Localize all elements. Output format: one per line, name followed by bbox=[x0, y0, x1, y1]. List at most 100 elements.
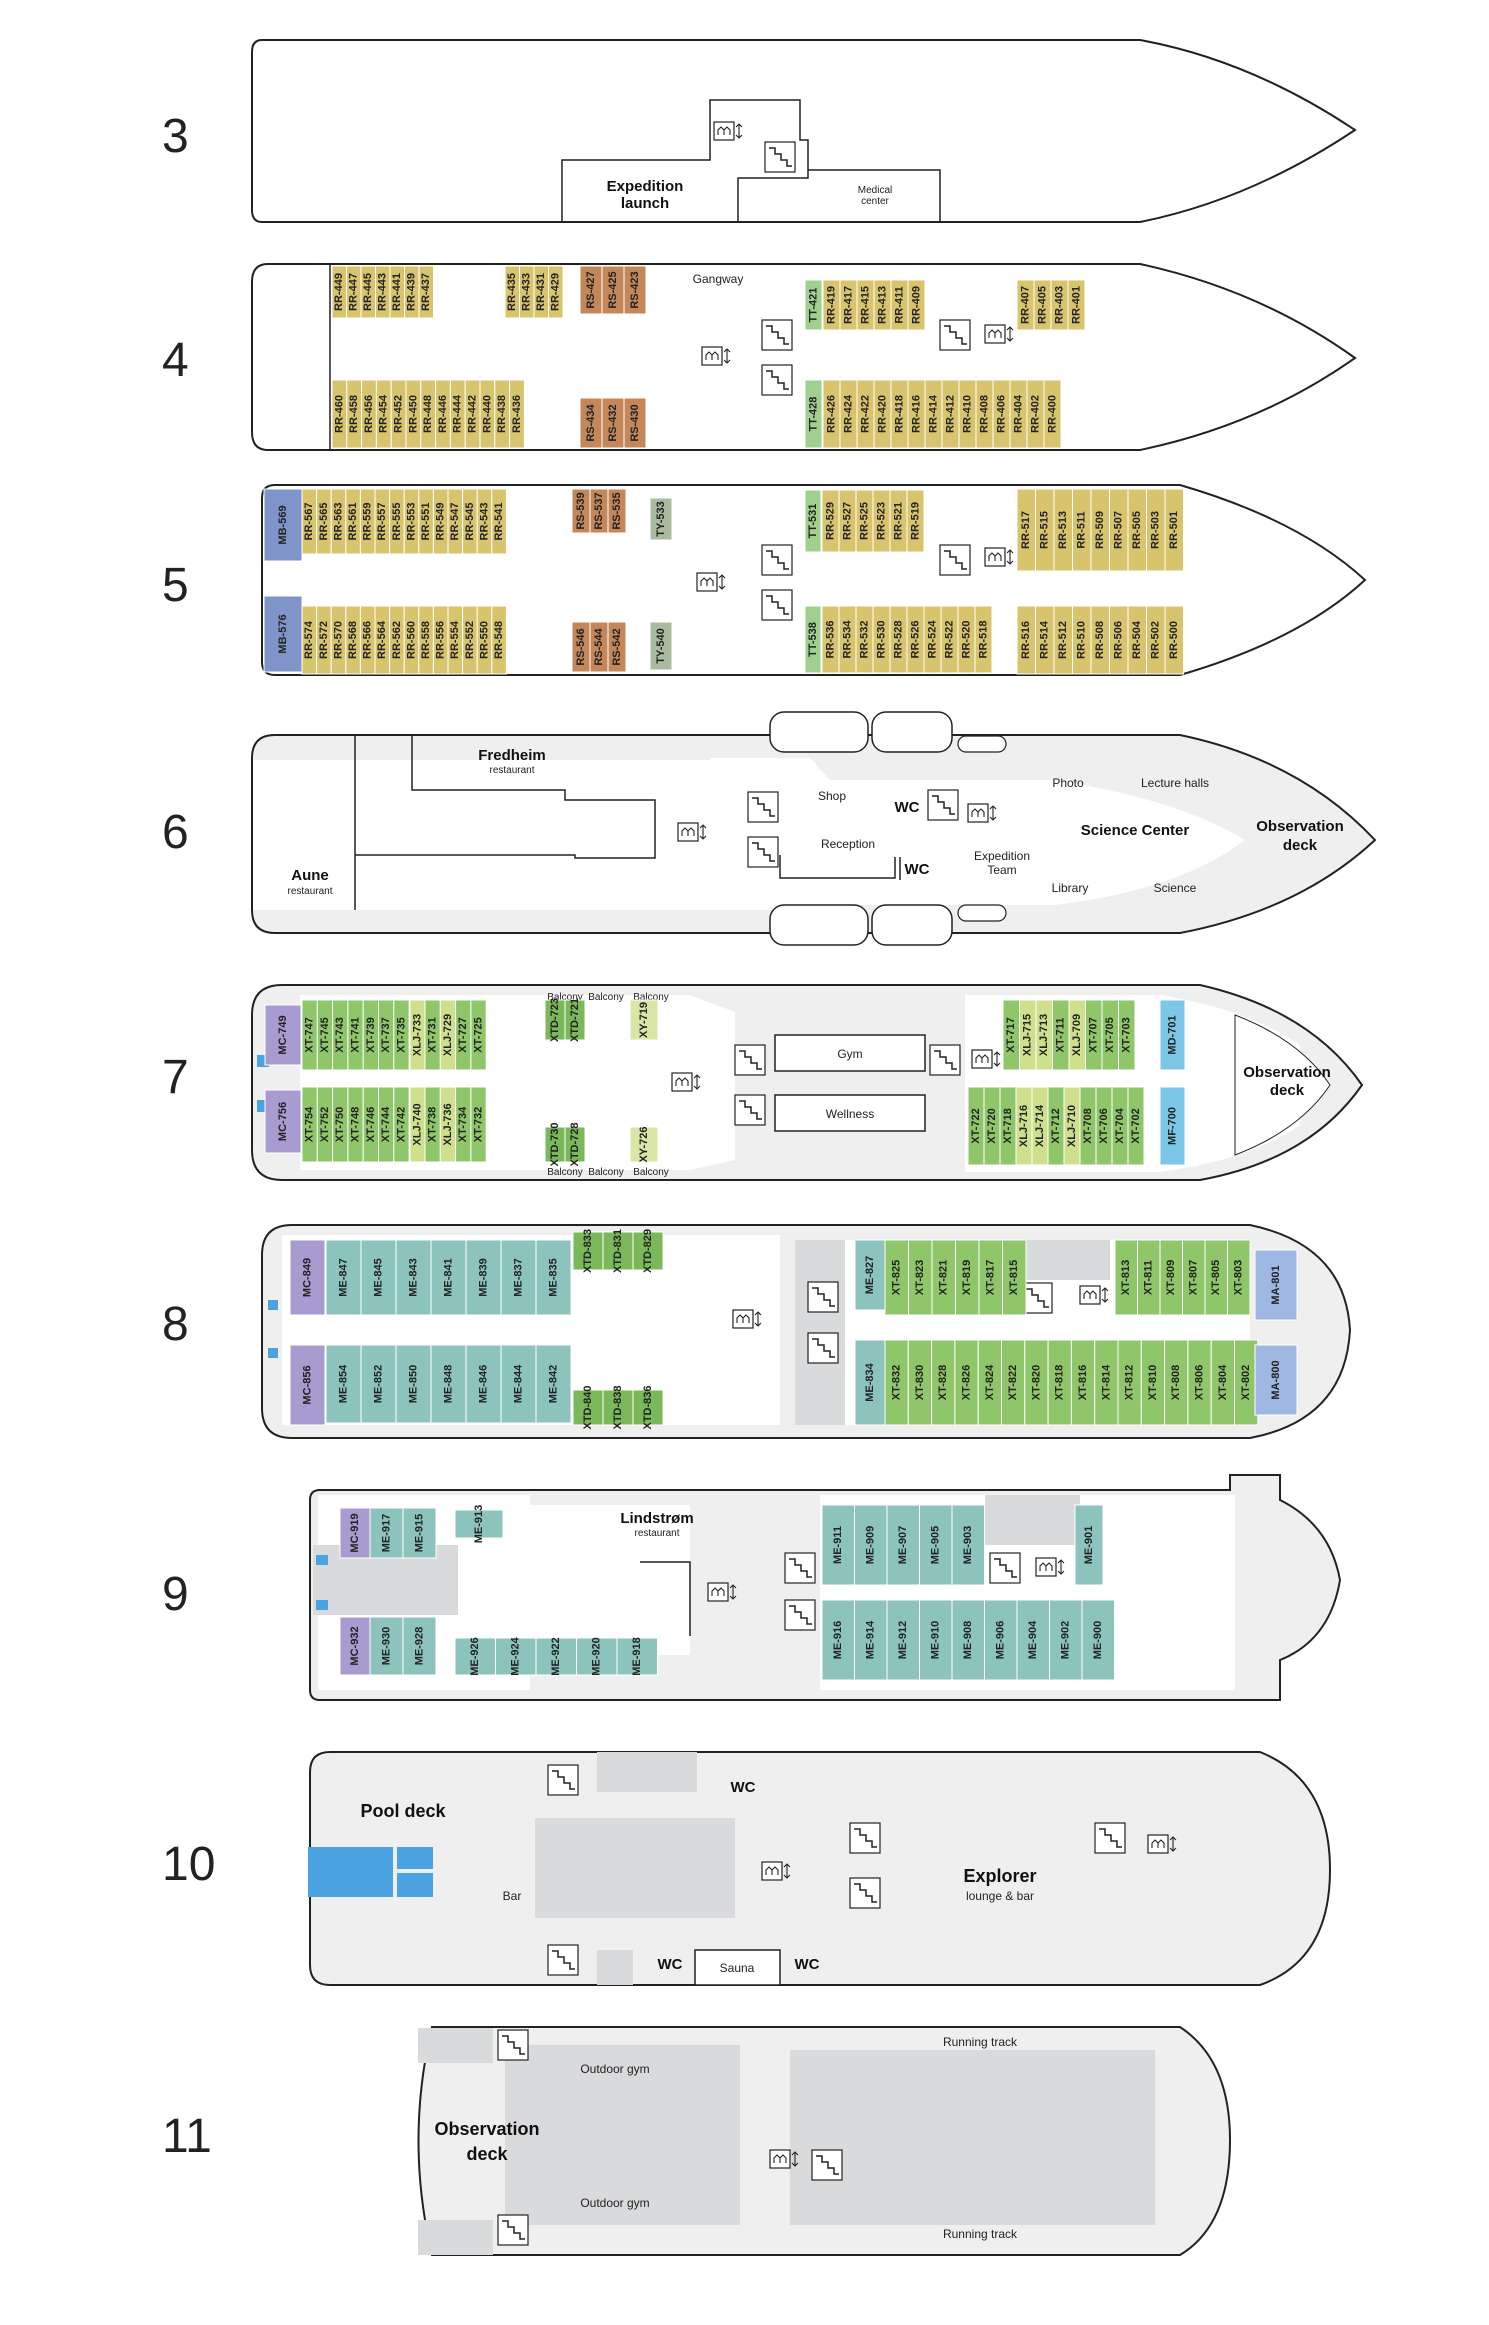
cabin-me-916[interactable] bbox=[821, 1599, 855, 1681]
cabin-me-920[interactable] bbox=[576, 1637, 618, 1676]
cabin-me-914[interactable] bbox=[854, 1599, 888, 1681]
cabin-rs-535[interactable] bbox=[607, 488, 627, 534]
cabin-me-907[interactable] bbox=[886, 1504, 920, 1586]
cabin-tt-531[interactable] bbox=[804, 489, 822, 553]
cabin-xt-815[interactable] bbox=[1002, 1239, 1027, 1316]
cabin-rr-500[interactable] bbox=[1164, 605, 1184, 675]
cabin-me-924[interactable] bbox=[495, 1637, 537, 1676]
cabin-number: RR-405 bbox=[1036, 286, 1048, 324]
cabin-rr-429[interactable] bbox=[548, 265, 564, 319]
cabin-xtd-836[interactable] bbox=[632, 1389, 664, 1426]
cabin-md-701[interactable] bbox=[1159, 999, 1186, 1071]
cabin-me-827[interactable] bbox=[854, 1239, 886, 1311]
cabin-number: ME-924 bbox=[510, 1636, 522, 1675]
deck-3: Expedition launch Medical center bbox=[251, 39, 1357, 223]
cabin-me-844[interactable] bbox=[500, 1344, 537, 1424]
cabin-number: RR-570 bbox=[332, 621, 344, 659]
cabin-me-922[interactable] bbox=[535, 1637, 577, 1676]
cabin-me-852[interactable] bbox=[360, 1344, 397, 1424]
cabin-me-847[interactable] bbox=[325, 1239, 362, 1316]
cabin-me-906[interactable] bbox=[984, 1599, 1018, 1681]
cabin-number: RR-567 bbox=[303, 503, 315, 541]
cabin-me-913[interactable] bbox=[454, 1509, 504, 1539]
cabin-xy-719[interactable] bbox=[629, 999, 659, 1041]
cabin-rr-501[interactable] bbox=[1164, 488, 1184, 572]
cabin-me-837[interactable] bbox=[500, 1239, 537, 1316]
balcony-label: Balcony bbox=[633, 992, 669, 1003]
cabin-me-910[interactable] bbox=[919, 1599, 953, 1681]
cabin-number: XT-828 bbox=[937, 1365, 949, 1400]
cabin-mc-756[interactable] bbox=[264, 1089, 302, 1154]
cabin-me-905[interactable] bbox=[919, 1504, 953, 1586]
cabin-mb-576[interactable] bbox=[263, 595, 303, 673]
cabin-tt-428[interactable] bbox=[804, 379, 823, 449]
cabin-xtd-829[interactable] bbox=[632, 1231, 664, 1271]
cabin-mb-569[interactable] bbox=[263, 488, 303, 562]
cabin-mf-700[interactable] bbox=[1159, 1086, 1186, 1166]
cabin-xy-726[interactable] bbox=[629, 1126, 659, 1163]
cabin-rr-409[interactable] bbox=[907, 279, 926, 331]
cabin-rr-436[interactable] bbox=[509, 379, 525, 449]
cabin-me-839[interactable] bbox=[465, 1239, 502, 1316]
cabin-me-930[interactable] bbox=[369, 1616, 404, 1676]
cabin-rr-519[interactable] bbox=[906, 489, 925, 553]
cabin-me-842[interactable] bbox=[535, 1344, 572, 1424]
cabin-me-903[interactable] bbox=[951, 1504, 985, 1586]
cabin-tt-421[interactable] bbox=[804, 279, 823, 331]
cabin-me-900[interactable] bbox=[1081, 1599, 1115, 1681]
cabin-mc-856[interactable] bbox=[289, 1344, 326, 1426]
cabin-ty-533[interactable] bbox=[649, 497, 673, 541]
cabin-xtd-728[interactable] bbox=[564, 1126, 586, 1163]
cabin-ma-801[interactable] bbox=[1254, 1249, 1298, 1321]
cabin-me-854[interactable] bbox=[325, 1344, 362, 1424]
cabin-me-928[interactable] bbox=[402, 1616, 437, 1676]
cabin-xt-742[interactable] bbox=[393, 1086, 410, 1163]
cabin-xtd-831[interactable] bbox=[602, 1231, 634, 1271]
cabin-ma-800[interactable] bbox=[1254, 1344, 1298, 1416]
cabin-ty-540[interactable] bbox=[649, 621, 673, 671]
cabin-me-902[interactable] bbox=[1049, 1599, 1083, 1681]
cabin-me-841[interactable] bbox=[430, 1239, 467, 1316]
cabin-xtd-833[interactable] bbox=[572, 1231, 604, 1271]
cabin-rr-401[interactable] bbox=[1067, 279, 1086, 331]
cabin-xt-803[interactable] bbox=[1227, 1239, 1251, 1316]
cabin-xt-725[interactable] bbox=[470, 999, 487, 1071]
cabin-xt-702[interactable] bbox=[1127, 1086, 1145, 1166]
cabin-rs-423[interactable] bbox=[623, 265, 647, 315]
cabin-number: RR-532 bbox=[858, 621, 870, 659]
cabin-rr-518[interactable] bbox=[974, 605, 993, 674]
cabin-xtd-721[interactable] bbox=[564, 999, 586, 1041]
balcony-label: Balcony bbox=[547, 1167, 583, 1178]
cabin-tt-538[interactable] bbox=[804, 605, 822, 674]
cabin-xt-732[interactable] bbox=[470, 1086, 487, 1163]
cabin-mc-849[interactable] bbox=[289, 1239, 326, 1316]
cabin-number: XTD-730 bbox=[549, 1122, 561, 1166]
cabin-number: XT-742 bbox=[395, 1107, 407, 1142]
cabin-me-918[interactable] bbox=[616, 1637, 658, 1676]
cabin-rr-548[interactable] bbox=[491, 605, 507, 675]
observation-deck-label: Observation bbox=[1243, 1064, 1331, 1081]
cabin-me-908[interactable] bbox=[951, 1599, 985, 1681]
cabin-me-917[interactable] bbox=[369, 1507, 404, 1559]
cabin-rs-542[interactable] bbox=[607, 621, 627, 673]
cabin-me-846[interactable] bbox=[465, 1344, 502, 1424]
cabin-me-843[interactable] bbox=[395, 1239, 432, 1316]
cabin-me-904[interactable] bbox=[1016, 1599, 1050, 1681]
cabin-me-850[interactable] bbox=[395, 1344, 432, 1424]
cabin-me-834[interactable] bbox=[854, 1339, 886, 1426]
cabin-rs-430[interactable] bbox=[623, 397, 647, 449]
cabin-rr-437[interactable] bbox=[418, 265, 434, 319]
cabin-me-901[interactable] bbox=[1074, 1504, 1104, 1586]
cabin-me-911[interactable] bbox=[821, 1504, 855, 1586]
cabin-mc-749[interactable] bbox=[264, 1004, 302, 1066]
cabin-rr-400[interactable] bbox=[1043, 379, 1062, 449]
cabin-xt-735[interactable] bbox=[393, 999, 410, 1071]
cabin-me-835[interactable] bbox=[535, 1239, 572, 1316]
cabin-number: ME-916 bbox=[832, 1621, 844, 1660]
cabin-xt-703[interactable] bbox=[1118, 999, 1136, 1071]
cabin-me-915[interactable] bbox=[402, 1507, 437, 1559]
explorer-label: Explorer bbox=[963, 1866, 1036, 1886]
cabin-me-912[interactable] bbox=[886, 1599, 920, 1681]
cabin-rr-541[interactable] bbox=[491, 488, 507, 555]
